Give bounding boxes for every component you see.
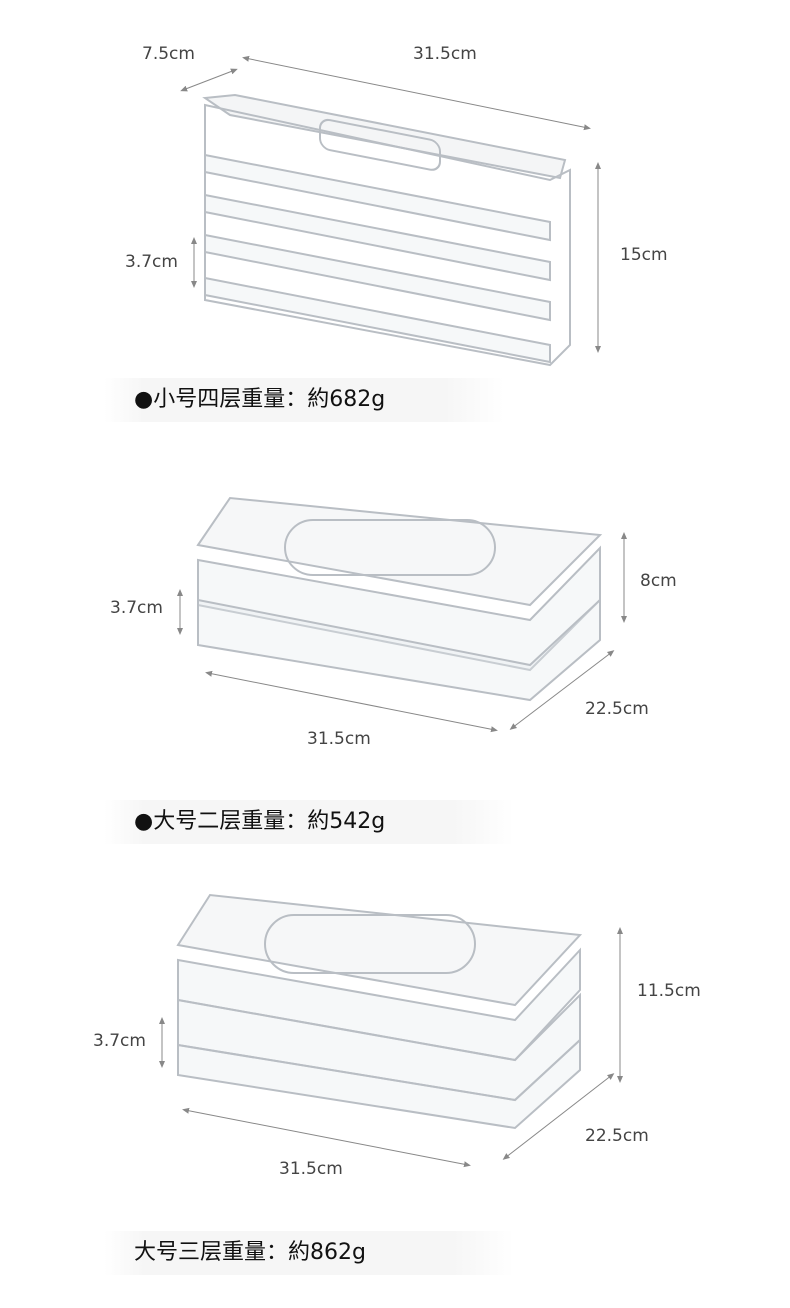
- weight-caption: ●大号二层重量：約542g: [104, 800, 514, 844]
- height-label: 11.5cm: [637, 981, 701, 1001]
- length-label: 31.5cm: [413, 44, 477, 64]
- length-label: 31.5cm: [307, 729, 371, 749]
- weight-caption: 大号三层重量：約862g: [104, 1231, 514, 1275]
- width-label: 22.5cm: [585, 699, 649, 719]
- large-two-layer-box: [196, 496, 603, 702]
- small-four-layer-box: [202, 93, 571, 367]
- depth-label: 7.5cm: [142, 44, 195, 64]
- layer-height-label: 3.7cm: [125, 252, 178, 272]
- layer-height-label: 3.7cm: [93, 1031, 146, 1051]
- height-label: 8cm: [640, 571, 677, 591]
- large-three-layer-box: [176, 893, 583, 1130]
- length-label: 31.5cm: [279, 1159, 343, 1179]
- weight-caption: ●小号四层重量：約682g: [104, 378, 504, 422]
- box-drawings: [176, 93, 603, 1130]
- width-label: 22.5cm: [585, 1126, 649, 1146]
- layer-height-label: 3.7cm: [110, 598, 163, 618]
- height-label: 15cm: [620, 245, 668, 265]
- dimension-lines: [159, 55, 627, 1168]
